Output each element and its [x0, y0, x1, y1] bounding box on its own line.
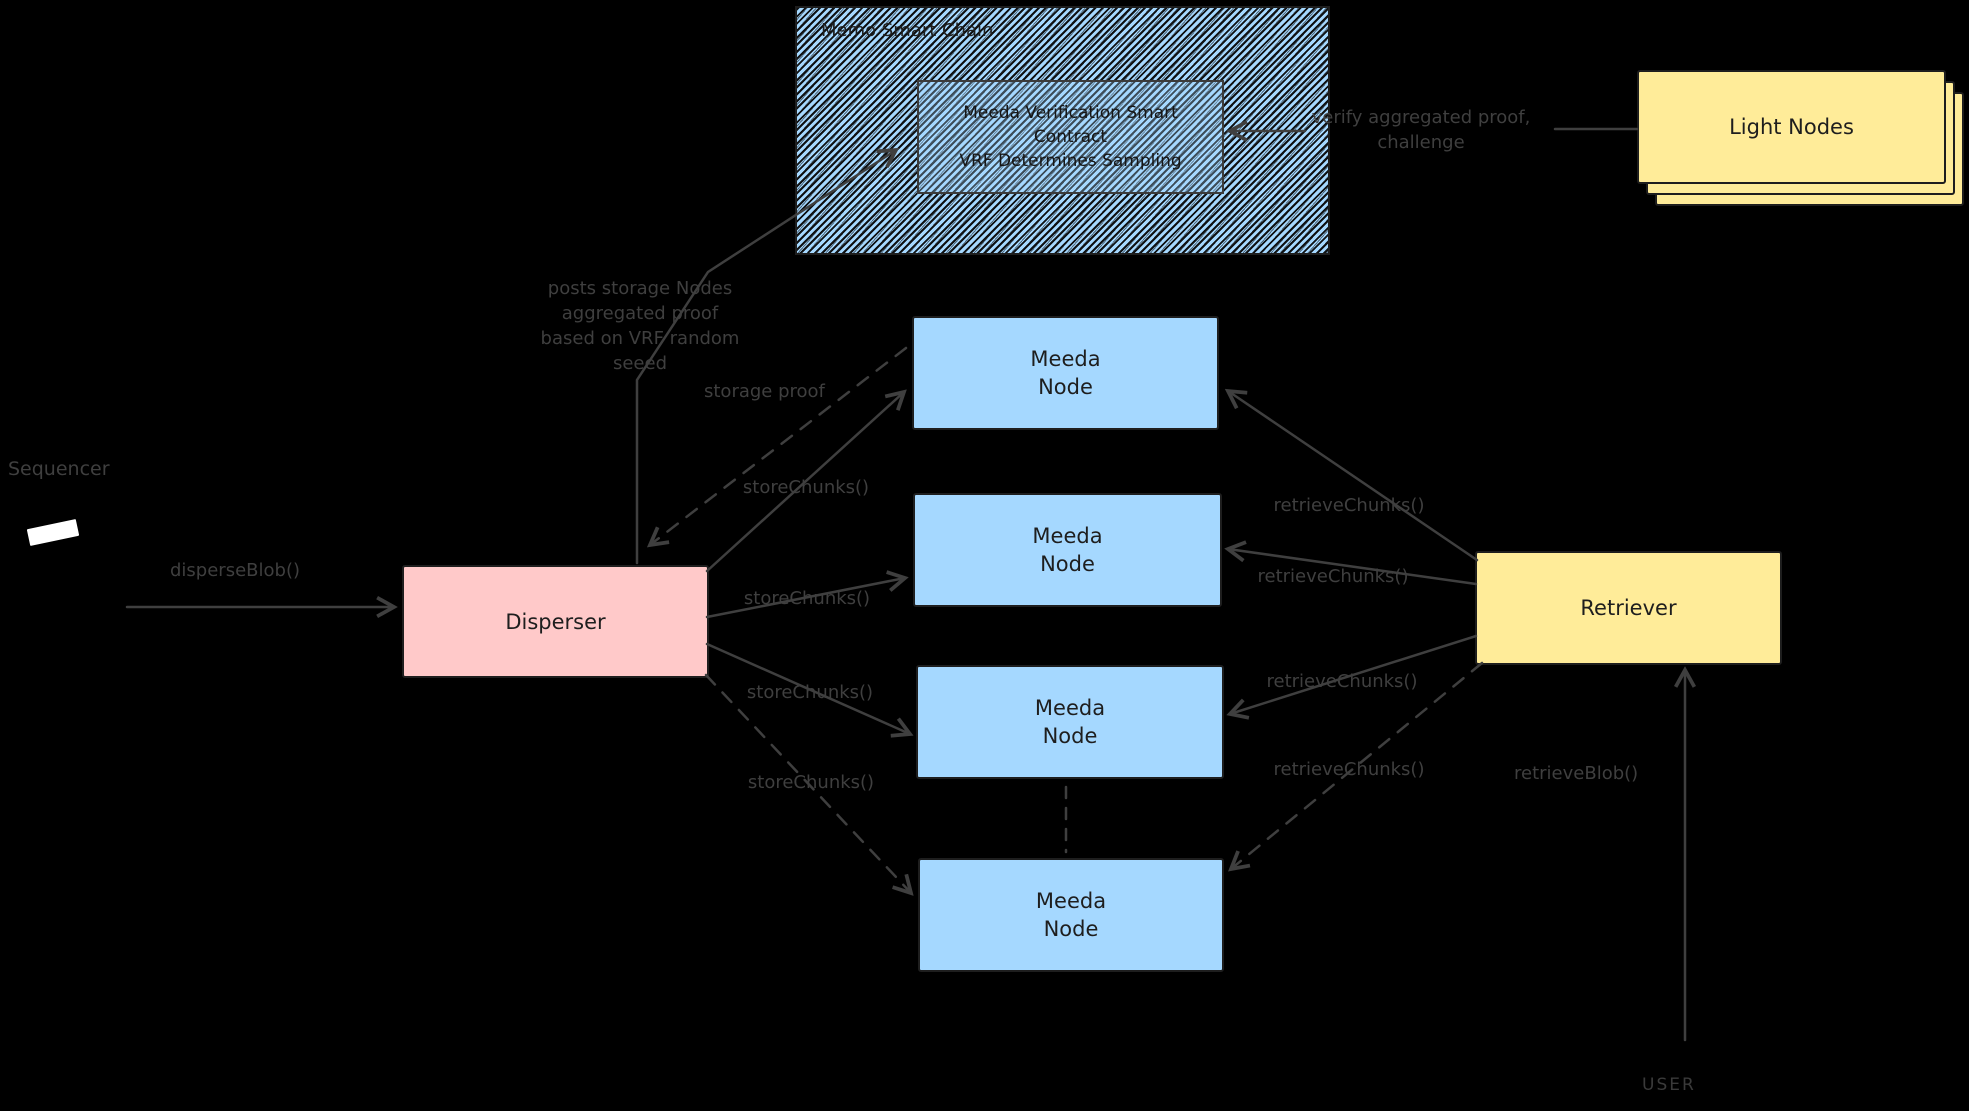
contract-line-3: VRF Determines Sampling [959, 151, 1182, 171]
posts-proof-label: posts storage Nodes aggregated proof bas… [505, 276, 775, 376]
memo-smart-chain-box: Memo Smart Chain Meeda Verification Smar… [795, 6, 1330, 255]
light-nodes-stack: Light Nodes [1637, 70, 1969, 220]
retrieve-chunks-label-2: retrieveChunks() [1257, 566, 1409, 587]
meeda-node-4-line1: Meeda [1035, 889, 1107, 913]
storage-proof-label: storage proof [704, 381, 825, 402]
meeda-node-4: Meeda Node [918, 858, 1224, 972]
light-nodes-label: Light Nodes [1729, 115, 1854, 139]
meeda-node-1-line2: Node [1038, 375, 1093, 399]
meeda-node-1: Meeda Node [912, 316, 1219, 430]
posts-proof-line-3: based on VRF random [540, 328, 740, 349]
user-label: USER [1642, 1075, 1696, 1095]
meeda-node-2-line1: Meeda [1032, 524, 1103, 548]
verify-proof-line-1: verify aggregated proof, [1311, 107, 1531, 128]
disperser-label: Disperser [505, 609, 606, 634]
meeda-node-3-line2: Node [1042, 724, 1098, 748]
sequencer-label: Sequencer [8, 458, 110, 480]
retrieve-chunks-label-1: retrieveChunks() [1273, 495, 1425, 516]
arrow-retrieve-chunks-1 [1228, 391, 1479, 562]
store-chunks-label-2: storeChunks() [743, 588, 871, 609]
meeda-node-3: Meeda Node [916, 665, 1224, 779]
posts-proof-line-1: posts storage Nodes [547, 278, 733, 299]
meeda-node-1-line1: Meeda [1030, 347, 1101, 371]
disperse-blob-label: disperseBlob() [170, 560, 300, 581]
retrieve-chunks-label-3: retrieveChunks() [1266, 671, 1418, 692]
disperser-box: Disperser [402, 565, 709, 678]
posts-proof-line-4: seeed [612, 353, 668, 374]
verify-proof-label: verify aggregated proof, challenge [1286, 105, 1556, 155]
contract-line-2: Contract [1033, 127, 1108, 147]
chain-title: Memo Smart Chain [821, 20, 994, 41]
sequencer-shape [26, 518, 80, 547]
store-chunks-label-1: storeChunks() [742, 477, 870, 498]
meeda-node-2: Meeda Node [913, 493, 1222, 607]
verification-contract-box: Meeda Verification Smart Contract VRF De… [917, 80, 1224, 194]
posts-proof-line-2: aggregated proof [561, 303, 719, 324]
meeda-node-4-line2: Node [1043, 917, 1099, 941]
store-chunks-label-3: storeChunks() [746, 682, 874, 703]
retrieve-blob-label: retrieveBlob() [1514, 763, 1639, 784]
store-chunks-label-4: storeChunks() [747, 772, 875, 793]
light-nodes-card: Light Nodes [1637, 70, 1946, 184]
retriever-box: Retriever [1475, 551, 1782, 665]
verify-proof-line-2: challenge [1377, 132, 1465, 153]
retrieve-chunks-label-4: retrieveChunks() [1273, 759, 1425, 780]
meeda-node-2-line2: Node [1040, 552, 1095, 576]
retriever-label: Retriever [1580, 596, 1677, 620]
contract-line-1: Meeda Verification Smart [963, 103, 1178, 123]
arrow-storage-proof [650, 346, 908, 545]
meeda-node-3-line1: Meeda [1034, 696, 1106, 720]
